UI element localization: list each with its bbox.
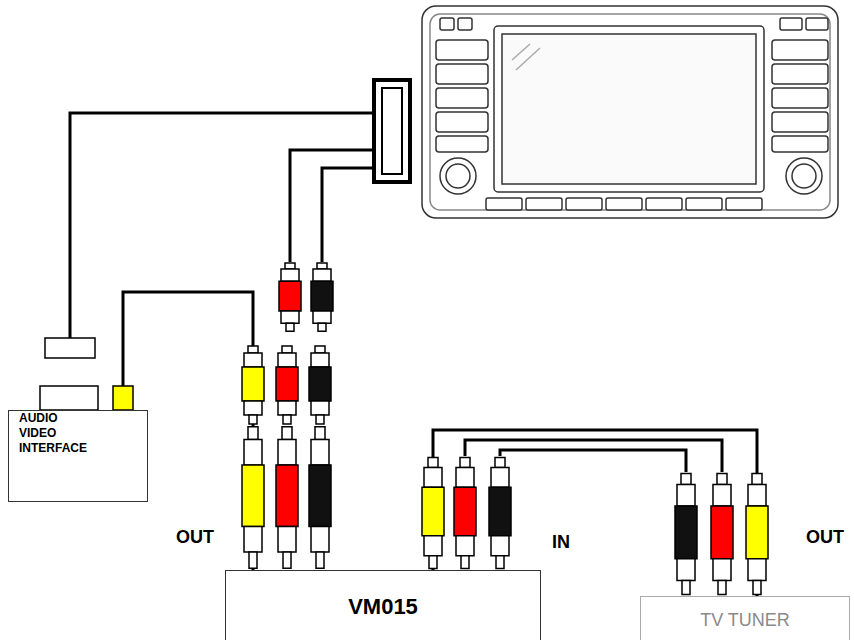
head-unit bbox=[422, 6, 838, 218]
interface-plugs bbox=[40, 338, 133, 410]
interface-box: AUDIO VIDEO INTERFACE bbox=[8, 410, 148, 502]
node-text: VM015 bbox=[348, 593, 418, 621]
tuner-box: TV TUNER bbox=[640, 596, 850, 640]
harness-connector bbox=[374, 80, 410, 182]
node-text: AUDIO VIDEO INTERFACE bbox=[19, 411, 137, 456]
port-label: OUT bbox=[806, 527, 844, 548]
node-text: TV TUNER bbox=[700, 609, 790, 632]
port-label: IN bbox=[552, 532, 570, 553]
port-label: OUT bbox=[176, 527, 214, 548]
converter-box: VM015 bbox=[225, 570, 541, 640]
rca-plugs bbox=[242, 263, 768, 595]
